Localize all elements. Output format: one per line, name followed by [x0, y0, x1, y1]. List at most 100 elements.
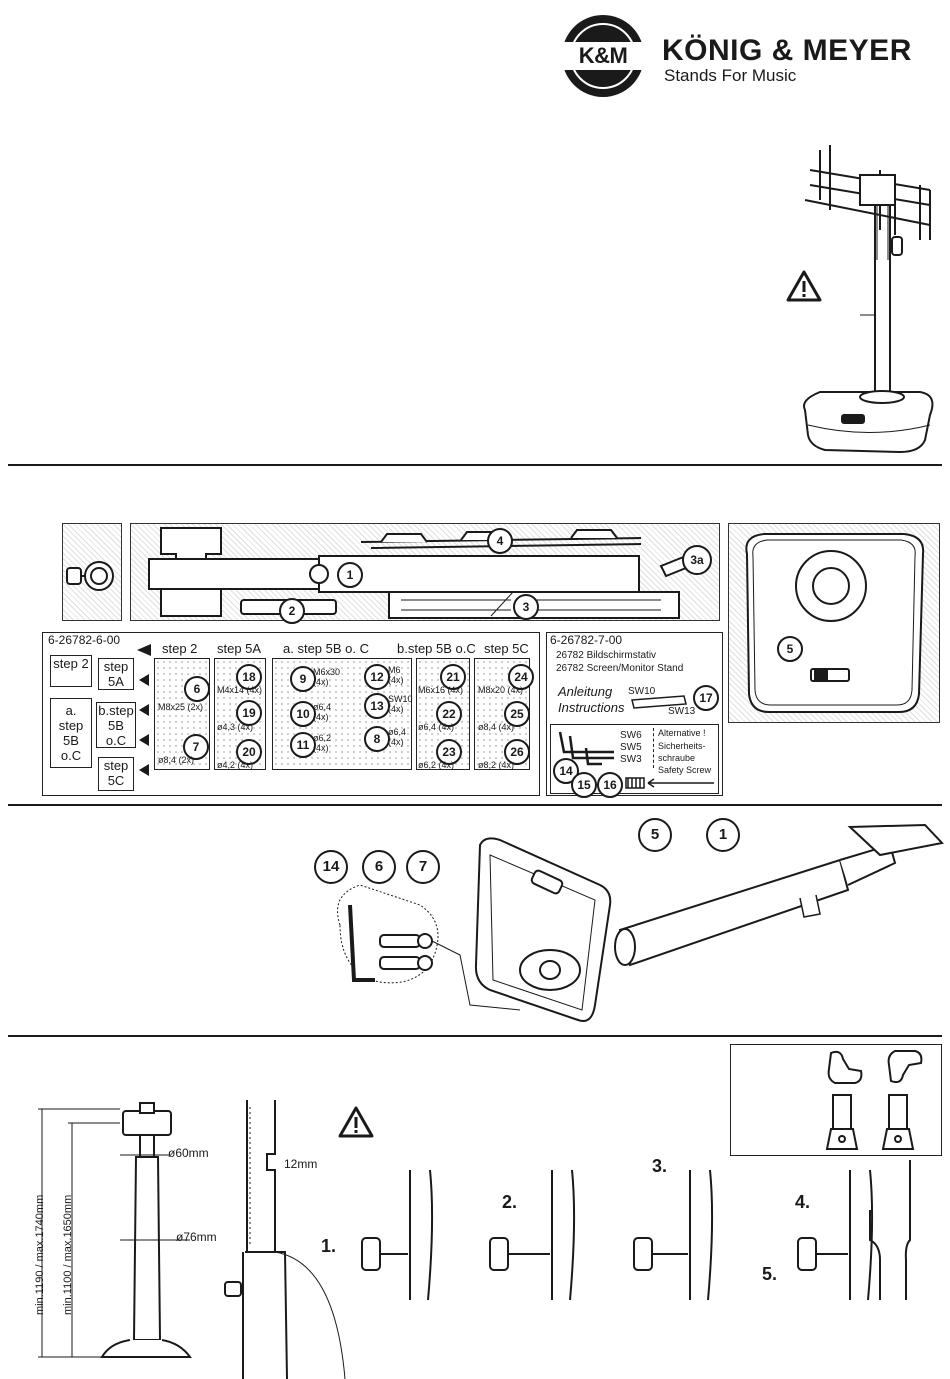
hardware-kit-1 [42, 632, 540, 796]
assembly-label-5: 5 [638, 818, 672, 852]
hw-13: 13 [364, 693, 390, 719]
knob-step-5: 5. [762, 1264, 778, 1284]
safety-screw-icon [625, 777, 714, 789]
hw-10: 10 [290, 701, 316, 727]
dim-tube-height: min.1100 / max.1650mm [62, 1194, 74, 1315]
dim-total-height: min.1190 / max.1740mm [34, 1194, 46, 1315]
kit2-line2: 26782 Screen/Monitor Stand [556, 663, 684, 674]
knob-step-1: 1. [321, 1236, 337, 1256]
kit2-sw10: SW10 [628, 686, 656, 697]
hw-12-spec: M6 (4x) [388, 665, 404, 685]
hw-20-spec: ø4,2 (4x) [217, 760, 254, 770]
kit1-code: 6-26782-6-00 [48, 633, 121, 647]
brand-name: KÖNIG & MEYER [662, 34, 912, 67]
knob-steps-drawing [361, 1160, 911, 1301]
thumbs-box [730, 1044, 942, 1156]
kit2-alt3: schraube [658, 753, 696, 763]
hw-10-spec: ø6,4 (4x) [313, 702, 332, 722]
kit1-step-b-box: b.step 5B o.C [96, 702, 136, 748]
km-logo-emblem: K&M [558, 15, 648, 97]
knob-parts-box [62, 523, 122, 621]
kit1-header-step5c: step 5C [484, 641, 529, 656]
part-label-5: 5 [777, 636, 803, 662]
hw-23: 23 [436, 739, 462, 765]
knob-step-4: 4. [795, 1192, 811, 1212]
base-parts-box: 5 [728, 523, 940, 723]
kit2-alt4: Safety Screw [658, 765, 712, 775]
hw-13-spec: SW10 (4x) [388, 694, 413, 714]
step-a-l4: o.C [60, 748, 82, 763]
kit1-step-5c-box: step 5C [98, 757, 134, 791]
kit1-step5a-text: step 5A [103, 659, 129, 689]
section-divider-2 [8, 804, 942, 806]
hw-15: 15 [571, 772, 597, 798]
hardware-kit-2 [546, 632, 723, 796]
part-label-3a: 3a [682, 545, 712, 575]
hw-24: 24 [508, 664, 534, 690]
hw-20: 20 [236, 739, 262, 765]
kit1-step-a-box: a. step 5B o.C [50, 698, 92, 768]
kit1-step-5a-box: step 5A [98, 658, 134, 690]
knob-step-3: 3. [652, 1156, 668, 1176]
kit2-sw6: SW6 [620, 730, 642, 741]
hw-21: 21 [440, 664, 466, 690]
assembly-label-6: 6 [362, 850, 396, 884]
warning-icon-2 [338, 1106, 374, 1138]
hw-22: 22 [436, 701, 462, 727]
assembly-label-14: 14 [314, 850, 348, 884]
kit2-line1: 26782 Bildschirmstativ [556, 650, 657, 661]
hw-9: 9 [290, 666, 316, 692]
step-a-l2: step [58, 718, 84, 733]
part-label-3: 3 [513, 594, 539, 620]
height-dimension-drawing [38, 1102, 192, 1358]
dim-60mm: ø60mm [168, 1146, 209, 1160]
hw-24-spec: M8x20 (4x) [478, 685, 524, 695]
knob-step-2: 2. [502, 1192, 518, 1212]
kit1-step-2-box: step 2 [50, 655, 92, 687]
assembly-label-1: 1 [706, 818, 740, 852]
part-label-1: 1 [337, 562, 363, 588]
hw-8-spec: ø6,4 (4x) [388, 727, 407, 747]
monitor-stand-illustration [803, 145, 934, 454]
dim-12mm: 12mm [284, 1157, 318, 1171]
step-5c-text: step 5C [103, 758, 129, 788]
hw-17: 17 [693, 685, 719, 711]
section-divider [8, 464, 942, 466]
part-label-4: 4 [487, 528, 513, 554]
kit2-sw3: SW3 [620, 754, 642, 765]
hw-9-spec: M6x30 (4x) [313, 667, 341, 687]
section-divider-3 [8, 1035, 942, 1037]
hw-25-spec: ø8,4 (4x) [478, 722, 515, 732]
tubes-parts-box: 1 2 3 3a 4 [130, 523, 720, 624]
hw-22-spec: ø6,4 (4x) [418, 722, 455, 732]
hw-8: 8 [364, 726, 390, 752]
step-a-l1: a. [65, 703, 77, 718]
kit1-arrow-column [137, 644, 151, 776]
hw-18-spec: M4x14 (4x) [217, 685, 263, 695]
hw-7-spec: ø8,4 (2x) [158, 755, 195, 765]
kit1-header-step2: step 2 [162, 641, 198, 656]
kit2-tools-box [550, 724, 719, 794]
hw-26-spec: ø8,2 (4x) [478, 760, 515, 770]
hw-19-spec: ø4,3 (4x) [217, 722, 254, 732]
kit2-sw5: SW5 [620, 742, 642, 753]
warning-icon [786, 270, 822, 302]
kit1-header-step5b-b: b.step 5B o.C [397, 641, 476, 656]
hw-21-spec: M6x16 (4x) [418, 685, 464, 695]
hw-23-spec: ø6,2 (4x) [418, 760, 455, 770]
hw-16: 16 [597, 772, 623, 798]
kit2-sw13: SW13 [668, 706, 696, 717]
kit2-instructions: Instructions [558, 700, 625, 715]
hw-6-spec: M8x25 (2x) [158, 702, 204, 712]
dim-76mm: ø76mm [176, 1230, 217, 1244]
hw-25: 25 [504, 701, 530, 727]
hw-26: 26 [504, 739, 530, 765]
kit2-alt2: Sicherheits- [658, 741, 706, 751]
hw-19: 19 [236, 700, 262, 726]
kit1-header-step5a: step 5A [217, 641, 262, 656]
logo-mark: K&M [558, 42, 648, 70]
kit1-header-step5b-a: a. step 5B o. C [283, 641, 369, 656]
wrench-icon [631, 695, 687, 709]
kit2-anleitung: Anleitung [558, 684, 613, 699]
assembly-illustration [337, 823, 944, 1022]
